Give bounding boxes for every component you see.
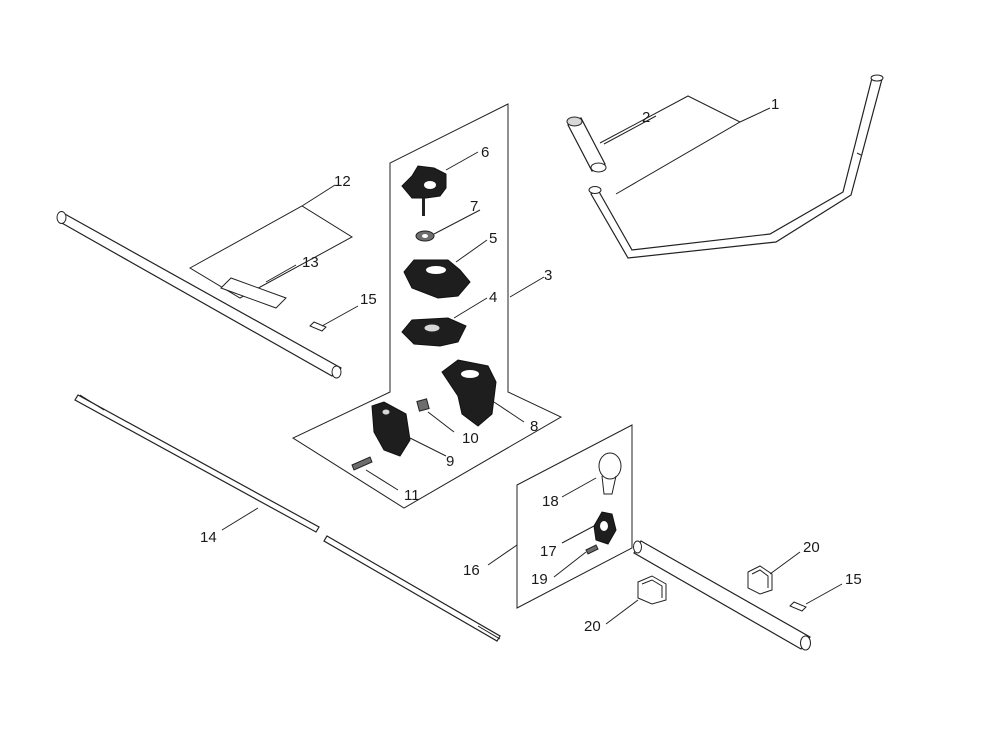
upper-shaft-tube	[56, 211, 343, 379]
part-number-18: 18	[542, 493, 559, 510]
small-label-upper	[309, 321, 327, 332]
clamp-plate	[401, 317, 467, 347]
ring	[598, 452, 622, 495]
small-screw	[585, 544, 599, 555]
tube-clamp-upper	[747, 565, 773, 595]
part-number-12: 12	[334, 173, 351, 190]
part-number-17: 17	[540, 543, 557, 560]
tube-clamp-lower	[637, 575, 667, 605]
part-number-5: 5	[489, 230, 497, 247]
part-number-13: 13	[302, 254, 319, 271]
drive-shaft	[74, 394, 501, 642]
screw	[351, 456, 373, 471]
part-labels: 1 2 3 4 5 6 7 8 9 10 11 12 13 14 15 15 1…	[200, 96, 862, 635]
lower-tube	[633, 540, 811, 651]
part-number-6: 6	[481, 144, 489, 161]
part-number-2: 2	[642, 109, 650, 126]
part-number-11: 11	[404, 487, 420, 504]
handle-assembly-panel	[291, 103, 563, 509]
part-number-3: 3	[544, 267, 552, 284]
part-number-15-upper: 15	[360, 291, 377, 308]
part-number-14: 14	[200, 529, 217, 546]
part-number-8: 8	[530, 418, 538, 435]
square-nut	[416, 398, 430, 412]
label-sticker	[220, 277, 287, 309]
part-number-20-lower: 20	[584, 618, 601, 635]
part-number-1: 1	[771, 96, 779, 113]
hanger-assembly-panel	[516, 424, 633, 609]
part-number-20-upper: 20	[803, 539, 820, 556]
lower-clamp	[441, 359, 497, 427]
part-number-9: 9	[446, 453, 454, 470]
grip	[566, 116, 607, 173]
part-number-19: 19	[531, 571, 548, 588]
part-number-10: 10	[462, 430, 479, 447]
part-number-15-lower: 15	[845, 571, 862, 588]
upper-clamp	[403, 259, 471, 299]
label-panel	[188, 205, 353, 299]
leader-lines	[221, 95, 843, 625]
hanger-clip	[593, 511, 617, 545]
part-number-16: 16	[463, 562, 480, 579]
small-label-lower	[789, 601, 807, 612]
loop-handle	[588, 74, 884, 259]
part-number-4: 4	[489, 289, 497, 306]
knob	[401, 165, 447, 216]
bracket	[371, 401, 411, 457]
part-number-7: 7	[470, 198, 478, 215]
washer	[415, 230, 435, 242]
